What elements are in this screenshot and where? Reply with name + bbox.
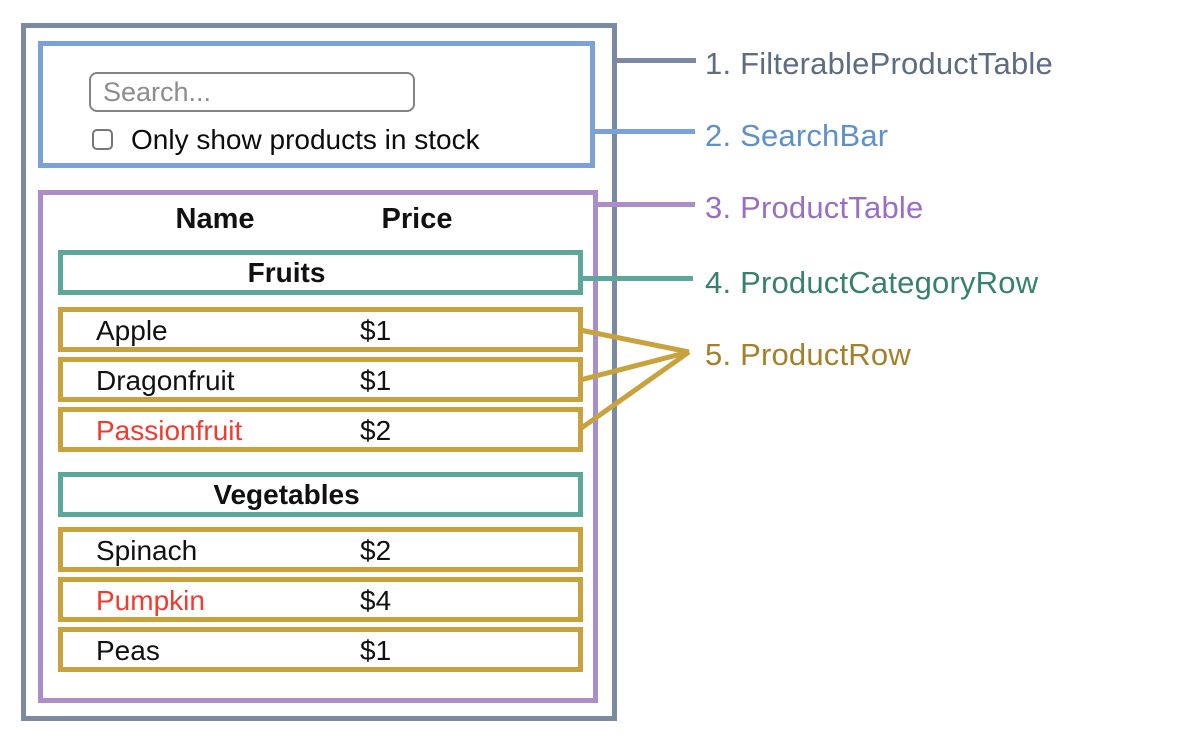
in-stock-checkbox[interactable] [92,129,113,150]
annotation-product-row: 5. ProductRow [705,337,911,372]
price-column-header: Price [381,203,453,235]
connector-lines-product-rows [578,327,691,432]
product-price: $1 [360,315,392,346]
connector-line-product-category-row [583,276,693,281]
name-column-header: Name [175,203,255,235]
product-row-dragonfruit: Dragonfruit $1 [58,357,583,402]
product-row-passionfruit: Passionfruit $2 [58,407,583,452]
category-row-fruits: Fruits [58,250,583,295]
product-name-out-of-stock: Pumpkin [96,585,205,616]
product-row-spinach: Spinach $2 [58,527,583,572]
annotation-search-bar: 2. SearchBar [705,118,889,153]
connector-line-product-table [598,202,695,207]
category-label: Vegetables [213,478,360,510]
product-price: $1 [360,365,392,396]
product-price: $1 [360,635,392,666]
product-row-pumpkin: Pumpkin $4 [58,577,583,622]
product-price: $4 [360,585,392,616]
connector-line-search-bar [595,129,695,134]
product-name: Peas [96,635,160,666]
category-row-vegetables: Vegetables [58,472,583,517]
annotation-product-category-row: 4. ProductCategoryRow [705,265,1039,300]
product-name-out-of-stock: Passionfruit [96,415,243,446]
product-name: Spinach [96,535,198,566]
product-price: $2 [360,535,392,566]
in-stock-checkbox-label: Only show products in stock [131,124,480,155]
product-row-apple: Apple $1 [58,307,583,352]
product-name: Dragonfruit [96,365,235,396]
connector-line-filterable-product-table [615,58,696,63]
product-price: $2 [360,415,392,446]
product-row-peas: Peas $1 [58,627,583,672]
annotation-product-table: 3. ProductTable [705,190,924,225]
product-name: Apple [96,315,168,346]
category-label: Fruits [247,256,326,288]
search-input[interactable] [89,72,415,112]
annotation-filterable-product-table: 1. FilterableProductTable [705,46,1053,81]
